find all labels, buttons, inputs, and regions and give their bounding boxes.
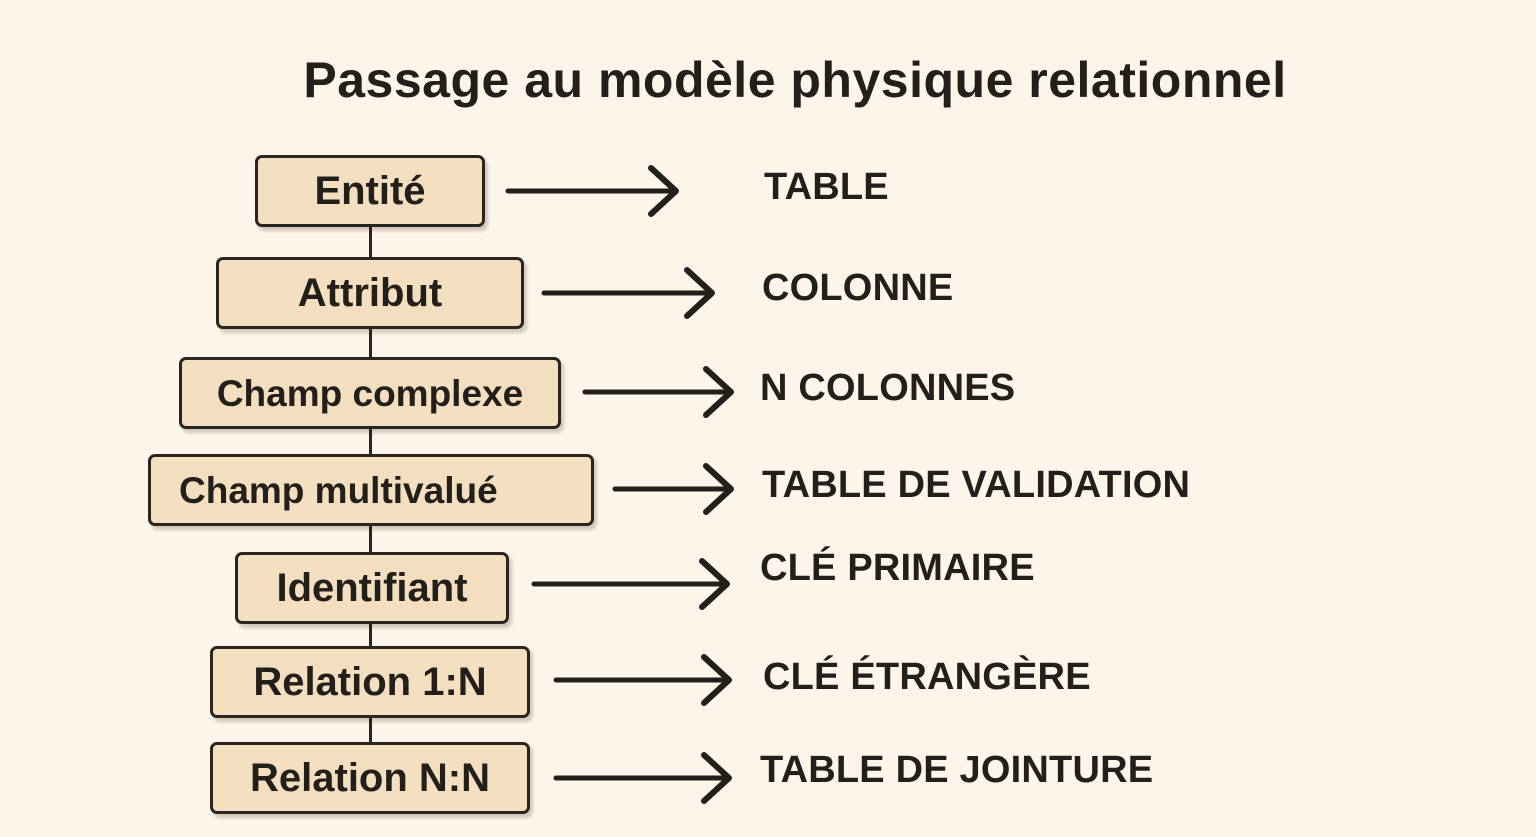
target-label-n-colonnes: N COLONNES xyxy=(760,367,1016,409)
source-box-champ-multivalue: Champ multivalué xyxy=(148,454,594,526)
connector-2 xyxy=(369,328,372,358)
connector-5 xyxy=(369,622,372,648)
arrow-icon xyxy=(612,463,734,515)
source-label: Entité xyxy=(314,169,426,213)
source-label: Relation 1:N xyxy=(253,660,487,704)
arrow-icon xyxy=(553,752,732,804)
source-label: Champ multivalué xyxy=(179,469,498,511)
source-label: Attribut xyxy=(297,271,443,315)
arrow-icon xyxy=(531,558,730,610)
connector-1 xyxy=(369,226,372,258)
arrow-icon xyxy=(553,654,732,706)
connector-3 xyxy=(369,428,372,456)
target-label-table-de-validation: TABLE DE VALIDATION xyxy=(762,464,1191,506)
connector-6 xyxy=(369,716,372,744)
source-box-attribut: Attribut xyxy=(216,257,524,329)
source-label: Identifiant xyxy=(276,566,468,610)
target-label-colonne: COLONNE xyxy=(762,267,954,309)
target-label-cle-etrangere: CLÉ ÉTRANGÈRE xyxy=(763,656,1091,698)
arrow-icon xyxy=(505,165,679,217)
diagram-title: Passage au modèle physique relationnel xyxy=(0,50,1536,110)
source-box-relation-n-n: Relation N:N xyxy=(210,742,530,814)
source-box-entite: Entité xyxy=(255,155,485,227)
target-label-cle-primaire: CLÉ PRIMAIRE xyxy=(760,547,1035,589)
arrow-icon xyxy=(541,267,715,319)
source-label: Relation N:N xyxy=(250,756,490,800)
source-box-identifiant: Identifiant xyxy=(235,552,509,624)
source-box-relation-1-n: Relation 1:N xyxy=(210,646,530,718)
connector-4 xyxy=(369,524,372,554)
target-label-table: TABLE xyxy=(764,166,889,208)
source-label: Champ complexe xyxy=(216,372,524,414)
source-box-champ-complexe: Champ complexe xyxy=(179,357,561,429)
diagram-title-text: Passage au modèle physique relationnel xyxy=(303,52,1287,108)
target-label-table-de-jointure: TABLE DE JOINTURE xyxy=(760,749,1154,791)
arrow-icon xyxy=(582,366,734,418)
